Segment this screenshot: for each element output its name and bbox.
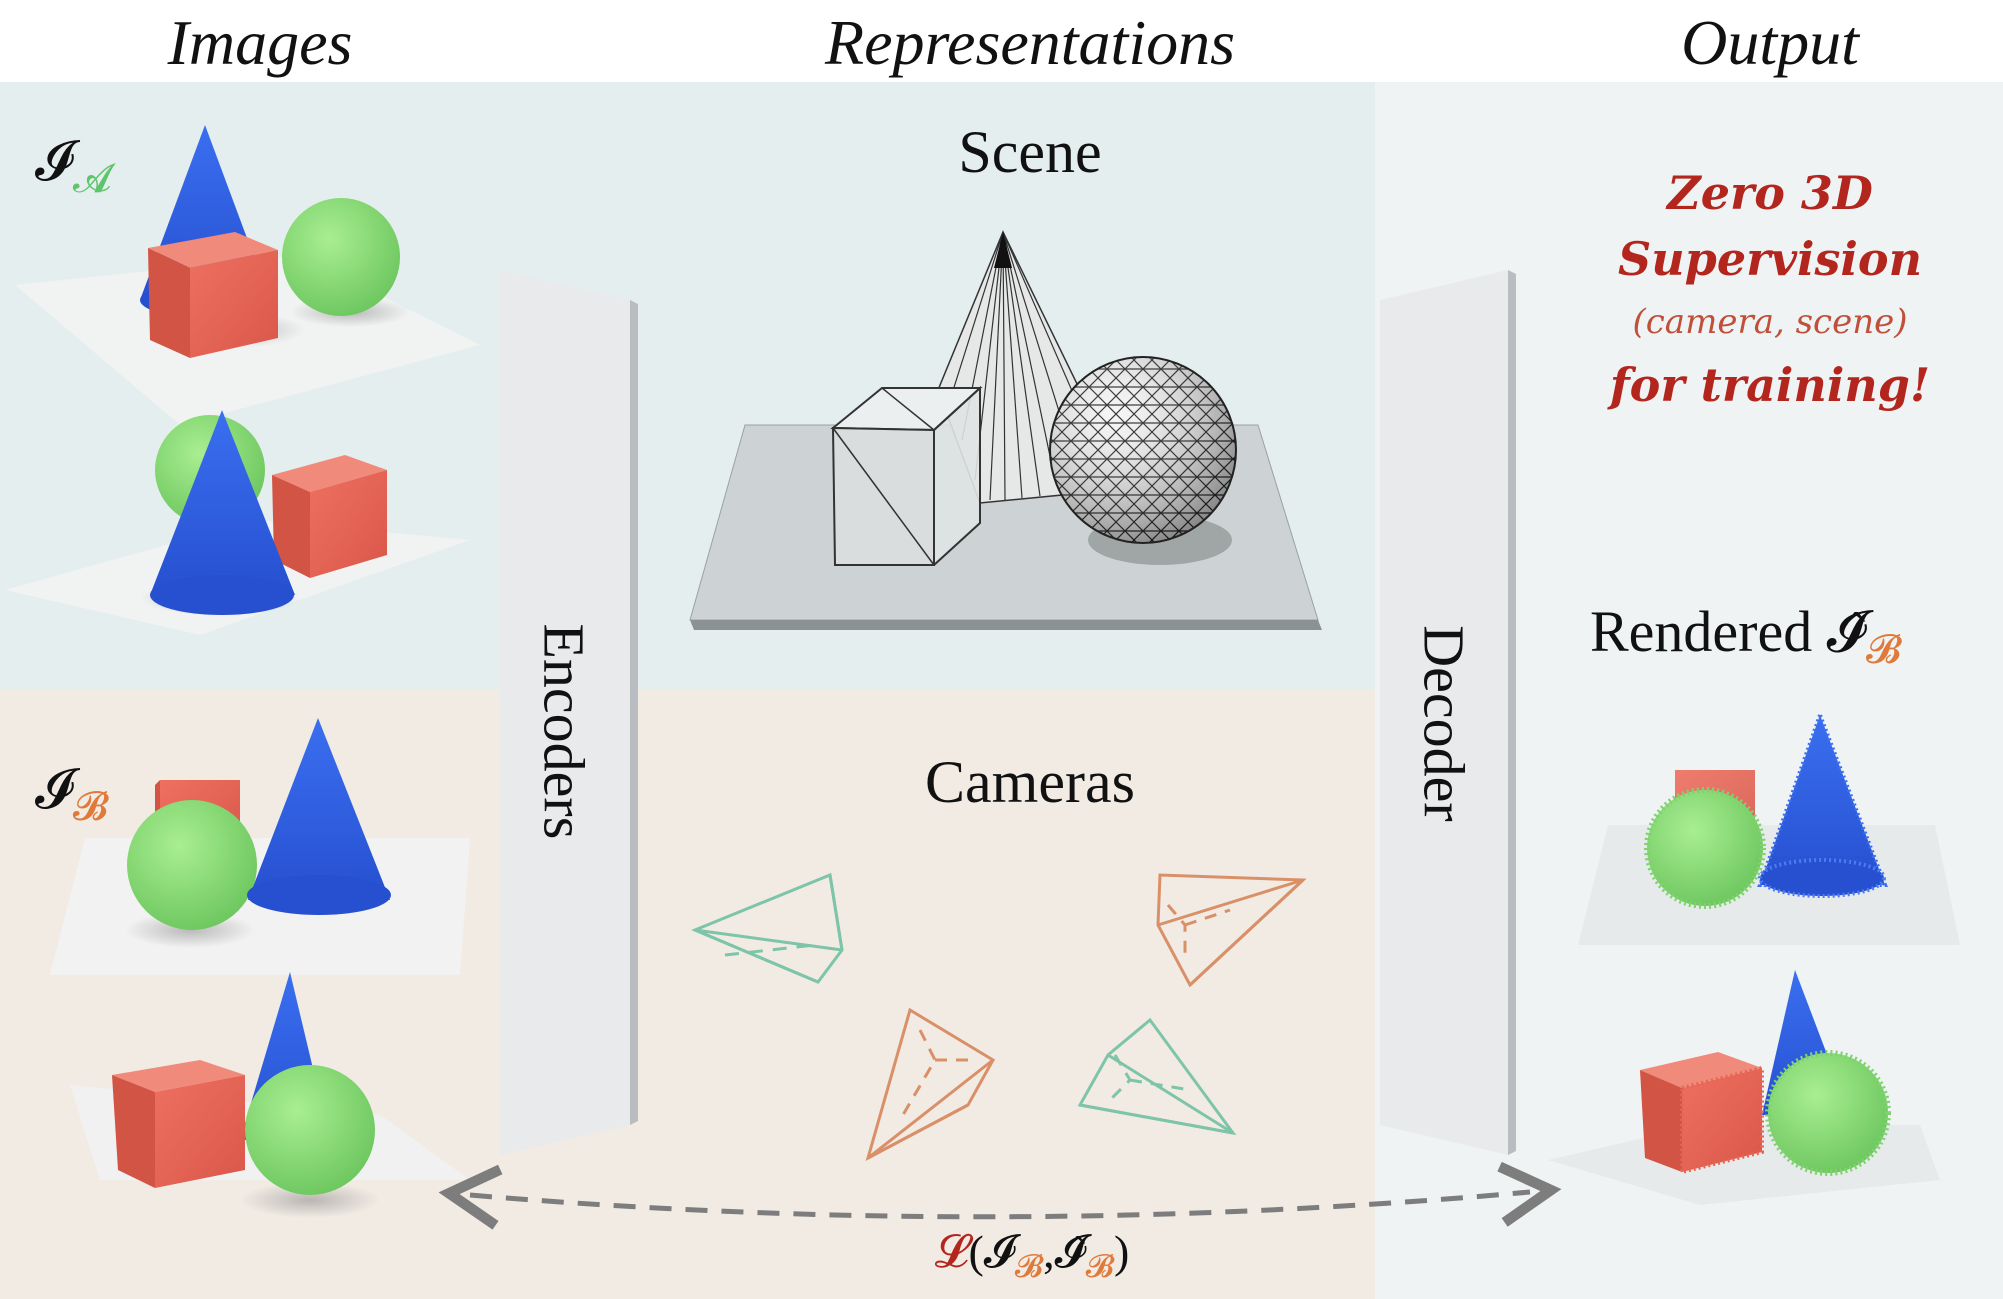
note-line-2: Supervision bbox=[1617, 232, 1923, 286]
image-b-subscript: 𝓑 bbox=[72, 784, 109, 829]
cube-icon bbox=[112, 1060, 245, 1188]
image-b-view-1 bbox=[50, 718, 470, 975]
image-a-label: 𝓘𝓐 bbox=[35, 130, 112, 201]
decoder-block bbox=[1380, 270, 1516, 1155]
cone-icon bbox=[247, 718, 391, 915]
loss-term-a: 𝓘 bbox=[983, 1226, 1015, 1277]
loss-arrow bbox=[438, 1161, 1562, 1230]
encoder-block bbox=[500, 270, 638, 1155]
cube-icon bbox=[148, 232, 278, 358]
rendered-subscript: 𝓑 bbox=[1865, 627, 1902, 672]
loss-term-a-subscript: 𝓑 bbox=[1014, 1248, 1044, 1284]
cube-icon bbox=[272, 455, 387, 578]
loss-open-paren: ( bbox=[968, 1226, 984, 1277]
rendered-text: Rendered bbox=[1590, 599, 1813, 664]
loss-label: 𝓛(𝓘𝓑,𝓘̂𝓑) bbox=[935, 1225, 1130, 1284]
encoders-label: Encoders bbox=[531, 623, 597, 840]
sphere-icon bbox=[1644, 787, 1766, 909]
image-a-subscript: 𝓐 bbox=[72, 156, 112, 201]
camera-orange-1 bbox=[1156, 873, 1307, 988]
sphere-icon bbox=[1765, 1050, 1891, 1176]
camera-green-2 bbox=[1077, 1017, 1237, 1136]
sphere-icon bbox=[127, 800, 257, 930]
rendered-label: Rendered 𝓘̂𝓑 bbox=[1590, 598, 1901, 672]
note-line-4: for training! bbox=[1609, 358, 1931, 412]
camera-green-1 bbox=[691, 872, 844, 984]
sphere-icon bbox=[282, 198, 400, 316]
note-line-1: Zero 3D bbox=[1667, 166, 1873, 220]
loss-comma: , bbox=[1043, 1226, 1055, 1277]
rendered-view-1 bbox=[1578, 709, 1960, 945]
image-a-symbol: 𝓘 bbox=[35, 131, 73, 193]
camera-frustum-icon bbox=[691, 872, 1307, 1161]
cone-icon bbox=[1757, 709, 1888, 898]
image-b-view-2 bbox=[70, 972, 470, 1218]
rendered-symbol: 𝓘̂ bbox=[1826, 599, 1866, 664]
scene-label: Scene bbox=[958, 119, 1102, 185]
wireframe-cube bbox=[830, 385, 983, 566]
note-line-3: (camera, scene) bbox=[1632, 302, 1908, 342]
wireframe-scene-icon bbox=[689, 230, 1322, 630]
cameras-label: Cameras bbox=[925, 749, 1135, 815]
loss-term-b: 𝓘̂ bbox=[1054, 1226, 1086, 1277]
image-b-symbol: 𝓘 bbox=[35, 759, 73, 821]
rendered-view-2 bbox=[1548, 970, 1940, 1205]
image-a-view-2 bbox=[5, 410, 470, 635]
sphere-icon bbox=[245, 1065, 375, 1195]
header-representations: Representations bbox=[825, 7, 1235, 78]
cube-icon bbox=[1640, 1052, 1764, 1175]
camera-orange-2 bbox=[865, 1007, 996, 1161]
decoder-label: Decoder bbox=[1411, 625, 1477, 822]
loss-function: 𝓛 bbox=[935, 1226, 969, 1277]
zero-supervision-note: Zero 3D Supervision (camera, scene) for … bbox=[1560, 160, 1980, 418]
cone-icon bbox=[150, 410, 295, 615]
header-images: Images bbox=[167, 7, 353, 78]
loss-term-b-subscript: 𝓑 bbox=[1085, 1248, 1114, 1284]
image-b-label: 𝓘𝓑 bbox=[35, 758, 108, 829]
loss-close-paren: ) bbox=[1113, 1226, 1130, 1277]
header-output: Output bbox=[1681, 7, 1859, 78]
wireframe-sphere bbox=[1049, 356, 1237, 544]
image-a-view-1 bbox=[15, 125, 480, 425]
